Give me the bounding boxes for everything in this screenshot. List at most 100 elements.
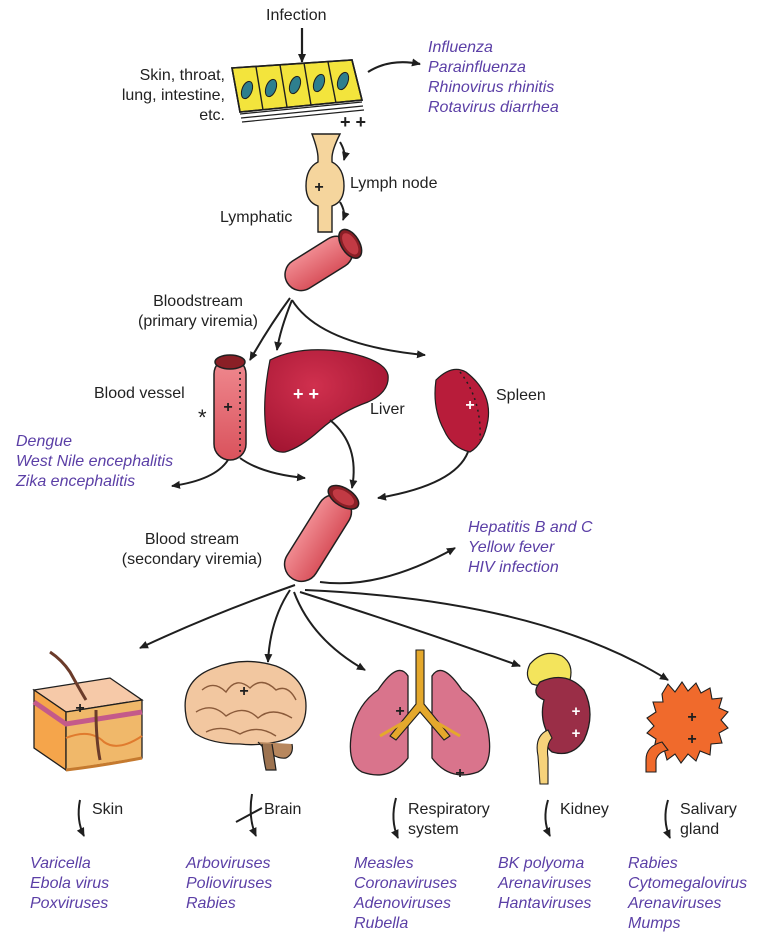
to-lungs-arrow: [294, 592, 365, 670]
brain-plus-marker: +: [239, 683, 248, 700]
spleen-to-secondary: [378, 452, 468, 498]
kidney-label: Kidney: [560, 800, 609, 820]
salivary-down-arrow: [665, 800, 670, 838]
brain-virus-list: Arboviruses Polioviruses Rabies: [186, 854, 272, 914]
secondary-bloodstream-line-1: Blood stream: [106, 530, 278, 550]
primary-to-liver: [277, 300, 292, 350]
lung-plus-marker-2: +: [455, 765, 464, 782]
virus-item: West Nile encephalitis: [16, 452, 173, 472]
virus-item: Rhinovirus rhinitis: [428, 78, 559, 98]
entry-sites-label: Skin, throat, lung, intestine, etc.: [80, 66, 225, 126]
kidney-plus-marker-2: +: [572, 725, 581, 742]
infection-label: Infection: [266, 6, 326, 26]
virus-item: Rabies: [628, 854, 747, 874]
liver-plus-marker: + +: [293, 384, 319, 404]
salivary-line-1: Salivary: [680, 800, 737, 820]
virus-item: Dengue: [16, 432, 173, 452]
primary-vessel-icon: [279, 226, 366, 297]
virus-item: Mumps: [628, 914, 747, 934]
lung-plus-marker-1: +: [395, 703, 404, 720]
virus-item: Cytomegalovirus: [628, 874, 747, 894]
virus-item: Measles: [354, 854, 457, 874]
primary-bloodstream-line-1: Bloodstream: [118, 292, 278, 312]
spleen-plus-marker: +: [465, 397, 474, 414]
salivary-virus-list: Rabies Cytomegalovirus Arenaviruses Mump…: [628, 854, 747, 934]
entry-line-1: Skin, throat,: [80, 66, 225, 86]
secondary-vessel-icon: [278, 481, 362, 588]
kidney-plus-marker-1: +: [572, 703, 581, 720]
to-skin-arrow: [140, 585, 295, 648]
asterisk-label: *: [198, 408, 207, 428]
vessel-virus-list: Dengue West Nile encephalitis Zika encep…: [16, 432, 173, 492]
skin-virus-list: Varicella Ebola virus Poxviruses: [30, 854, 109, 914]
kidney-down-arrow: [545, 800, 550, 836]
vessel-to-secondary: [240, 458, 305, 478]
lymphatic-label: Lymphatic: [220, 208, 292, 228]
to-kidney-arrow: [300, 592, 520, 666]
respiratory-label: Respiratory system: [408, 800, 490, 840]
virus-item: BK polyoma: [498, 854, 591, 874]
virus-item: Arenaviruses: [498, 874, 591, 894]
virus-item: Rabies: [186, 894, 272, 914]
virus-item: Influenza: [428, 38, 559, 58]
virus-item: Adenoviruses: [354, 894, 457, 914]
liver-label: Liver: [370, 400, 405, 420]
lymph-arrow-2: [340, 202, 344, 220]
lymph-arrow-1: [340, 142, 345, 160]
salivary-plus-marker-2: +: [687, 731, 696, 748]
salivary-label: Salivary gland: [680, 800, 737, 840]
virus-item: Yellow fever: [468, 538, 593, 558]
brain-down-arrow: [251, 794, 256, 836]
spleen-icon: [435, 369, 489, 452]
brain-block-mark: [236, 808, 262, 822]
skin-label: Skin: [92, 800, 123, 820]
virus-item: Rotavirus diarrhea: [428, 98, 559, 118]
virus-item: Hepatitis B and C: [468, 518, 593, 538]
virus-item: Arboviruses: [186, 854, 272, 874]
virus-item: Poxviruses: [30, 894, 109, 914]
virus-item: Polioviruses: [186, 874, 272, 894]
virus-item: Zika encephalitis: [16, 472, 173, 492]
virus-item: Coronaviruses: [354, 874, 457, 894]
virus-item: Varicella: [30, 854, 109, 874]
secondary-bloodstream-label: Blood stream (secondary viremia): [106, 530, 278, 570]
kidney-virus-list: BK polyoma Arenaviruses Hantaviruses: [498, 854, 591, 914]
primary-to-spleen: [292, 300, 425, 355]
primary-bloodstream-label: Bloodstream (primary viremia): [118, 292, 278, 332]
vessel-plus-marker: +: [223, 399, 232, 416]
salivary-gland-icon: [646, 682, 728, 772]
salivary-line-2: gland: [680, 820, 737, 840]
vessel-to-viruses: [172, 460, 228, 486]
virus-item: Arenaviruses: [628, 894, 747, 914]
virus-item: Hantaviruses: [498, 894, 591, 914]
lymph-node-plus-marker: +: [314, 179, 323, 196]
epithelium-viruses-arrow: [368, 62, 420, 72]
virus-item: HIV infection: [468, 558, 593, 578]
respiratory-virus-list: Measles Coronaviruses Adenoviruses Rubel…: [354, 854, 457, 934]
secondary-to-viruses: [320, 548, 455, 583]
spleen-label: Spleen: [496, 386, 546, 406]
primary-bloodstream-line-2: (primary viremia): [118, 312, 278, 332]
kidney-icon: [527, 653, 590, 784]
secondary-bloodstream-line-2: (secondary viremia): [106, 550, 278, 570]
to-brain-arrow: [268, 590, 290, 662]
skin-plus-marker: +: [75, 700, 84, 717]
salivary-plus-marker-1: +: [687, 709, 696, 726]
brain-label: Brain: [264, 800, 301, 820]
lungs-icon: [350, 650, 489, 775]
epithelium-virus-list: Influenza Parainfluenza Rhinovirus rhini…: [428, 38, 559, 118]
lymph-node-icon: [306, 134, 344, 232]
lymph-node-label: Lymph node: [350, 174, 437, 194]
brain-icon: [185, 661, 306, 770]
secondary-virus-list: Hepatitis B and C Yellow fever HIV infec…: [468, 518, 593, 578]
epithelium-plus-marker: + +: [340, 112, 366, 132]
skin-down-arrow: [79, 800, 84, 836]
entry-line-2: lung, intestine,: [80, 86, 225, 106]
virus-item: Parainfluenza: [428, 58, 559, 78]
respiratory-line-2: system: [408, 820, 490, 840]
lungs-down-arrow: [393, 798, 398, 838]
entry-line-3: etc.: [80, 106, 225, 126]
virus-item: Ebola virus: [30, 874, 109, 894]
blood-vessel-label: Blood vessel: [94, 384, 185, 404]
